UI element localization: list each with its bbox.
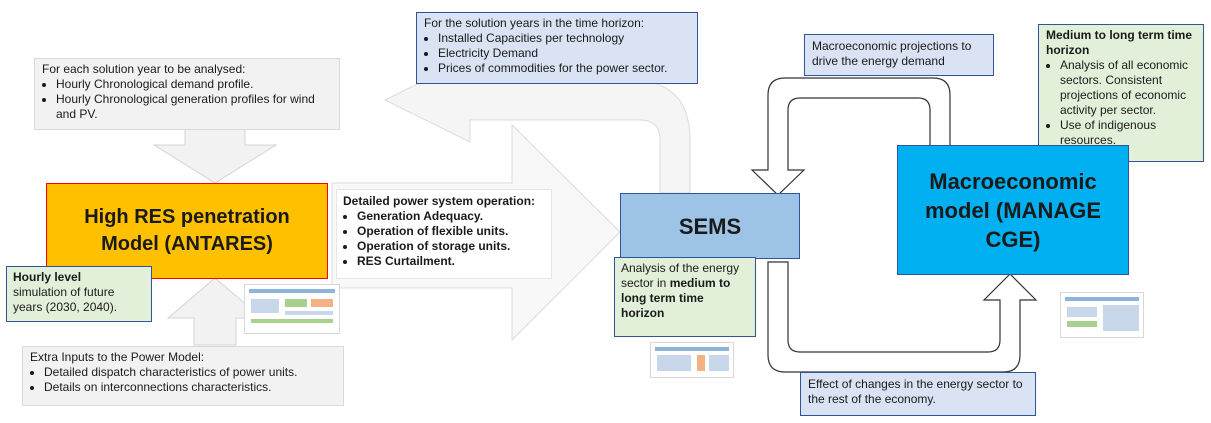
solution-year-item: Hourly Chronological demand profile. [56, 77, 332, 92]
manage-node: Macroeconomic model (MANAGE CGE) [897, 145, 1129, 275]
arrow-sems-to-manage [767, 261, 1038, 373]
power-operation-note: Detailed power system operation: Generat… [336, 189, 552, 279]
arrow-down-to-antares [152, 127, 278, 184]
manage-slide-thumbnail [1060, 292, 1144, 338]
solution-year-note: For each solution year to be analysed: H… [34, 58, 340, 130]
medium-long-item: Analysis of all economic sectors. Consis… [1060, 58, 1196, 118]
antares-slide-thumbnail [244, 284, 340, 334]
horizon-item: Electricity Demand [438, 46, 690, 61]
sems-analysis-note: Analysis of the energy sector in medium … [614, 257, 756, 337]
hourly-bold: Hourly level [13, 270, 82, 284]
power-operation-item: RES Curtailment. [357, 254, 545, 269]
medium-long-item: Use of indigenous resources. [1060, 118, 1196, 148]
effect-note: Effect of changes in the energy sector t… [800, 372, 1036, 416]
power-operation-heading: Detailed power system operation: [343, 194, 536, 208]
solution-year-item: Hourly Chronological generation profiles… [56, 92, 332, 122]
horizon-note: For the solution years in the time horiz… [416, 12, 698, 84]
manage-label: Macroeconomic model (MANAGE CGE) [925, 168, 1101, 252]
extra-inputs-item: Detailed dispatch characteristics of pow… [44, 365, 336, 380]
power-operation-item: Generation Adequacy. [357, 209, 545, 224]
antares-label: High RES penetration Model (ANTARES) [84, 206, 290, 255]
power-operation-item: Operation of storage units. [357, 239, 545, 254]
sems-analysis-plain: Analysis of the energy sector in [621, 261, 740, 290]
power-operation-item: Operation of flexible units. [357, 224, 545, 239]
sems-slide-thumbnail [650, 342, 734, 378]
horizon-item: Prices of commodities for the power sect… [438, 61, 690, 76]
sems-label: SEMS [678, 213, 742, 239]
extra-inputs-item: Details on interconnections characterist… [44, 380, 336, 395]
extra-inputs-heading: Extra Inputs to the Power Model: [30, 350, 205, 364]
hourly-note: Hourly level simulation of future years … [6, 266, 152, 322]
horizon-item: Installed Capacities per technology [438, 31, 690, 46]
medium-long-heading: Medium to long term time horizon [1046, 28, 1193, 57]
medium-long-note: Medium to long term time horizon Analysi… [1038, 24, 1204, 162]
sems-analysis-bold: medium to long term time horizon [621, 276, 731, 320]
macro-projections-note: Macroeconomic projections to drive the e… [804, 34, 994, 76]
solution-year-heading: For each solution year to be analysed: [42, 62, 246, 76]
arrow-manage-to-sems [750, 77, 951, 196]
hourly-rest: simulation of future years (2030, 2040). [13, 285, 118, 314]
extra-inputs-note: Extra Inputs to the Power Model: Detaile… [22, 346, 344, 406]
sems-node: SEMS [620, 193, 800, 259]
horizon-heading: For the solution years in the time horiz… [424, 16, 645, 30]
antares-node: High RES penetration Model (ANTARES) [46, 183, 328, 279]
